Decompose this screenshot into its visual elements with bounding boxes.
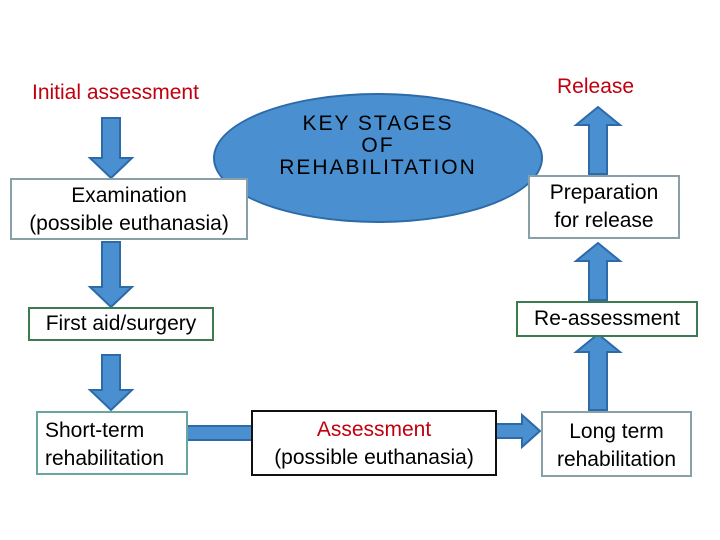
- arrow-up-1: [573, 332, 623, 411]
- long-term-line-1: Long term: [569, 420, 664, 443]
- arrow-up-2: [573, 241, 623, 301]
- re-assessment-label: Re-assessment: [534, 307, 680, 330]
- short-term-line-2: rehabilitation: [45, 447, 165, 470]
- re-assessment-box: Re-assessment: [516, 301, 698, 337]
- preparation-line-2: for release: [554, 209, 654, 232]
- arrow-up-3: [573, 105, 623, 175]
- arrow-down-3: [87, 354, 135, 412]
- key-stages-ellipse: [213, 93, 543, 223]
- first-aid-box: First aid/surgery: [28, 307, 214, 341]
- release-label: Release: [557, 75, 635, 98]
- arrow-down-1: [87, 117, 135, 180]
- diagram-title: KEY STAGES OF REHABILITATION: [233, 113, 523, 179]
- long-term-line-2: rehabilitation: [556, 448, 677, 471]
- long-term-box: Long term rehabilitation: [541, 411, 692, 477]
- examination-line-2: (possible euthanasia): [29, 212, 229, 235]
- assessment-line-2: (possible euthanasia): [274, 446, 474, 469]
- preparation-line-1: Preparation: [549, 181, 659, 204]
- short-term-line-1: Short-term: [45, 419, 145, 442]
- initial-assessment-label: Initial assessment: [32, 81, 199, 104]
- title-line-2: OF: [361, 134, 395, 157]
- title-line-3: REHABILITATION: [279, 156, 477, 179]
- first-aid-label: First aid/surgery: [45, 312, 197, 335]
- short-term-box: Short-term rehabilitation: [36, 411, 188, 475]
- title-line-1: KEY STAGES: [302, 112, 454, 135]
- assessment-box: Assessment (possible euthanasia): [251, 410, 497, 476]
- examination-line-1: Examination: [71, 184, 187, 207]
- examination-box: Examination (possible euthanasia): [10, 178, 248, 240]
- preparation-box: Preparation for release: [528, 175, 680, 239]
- assessment-line-1: Assessment: [316, 418, 432, 441]
- arrow-down-2: [87, 241, 135, 309]
